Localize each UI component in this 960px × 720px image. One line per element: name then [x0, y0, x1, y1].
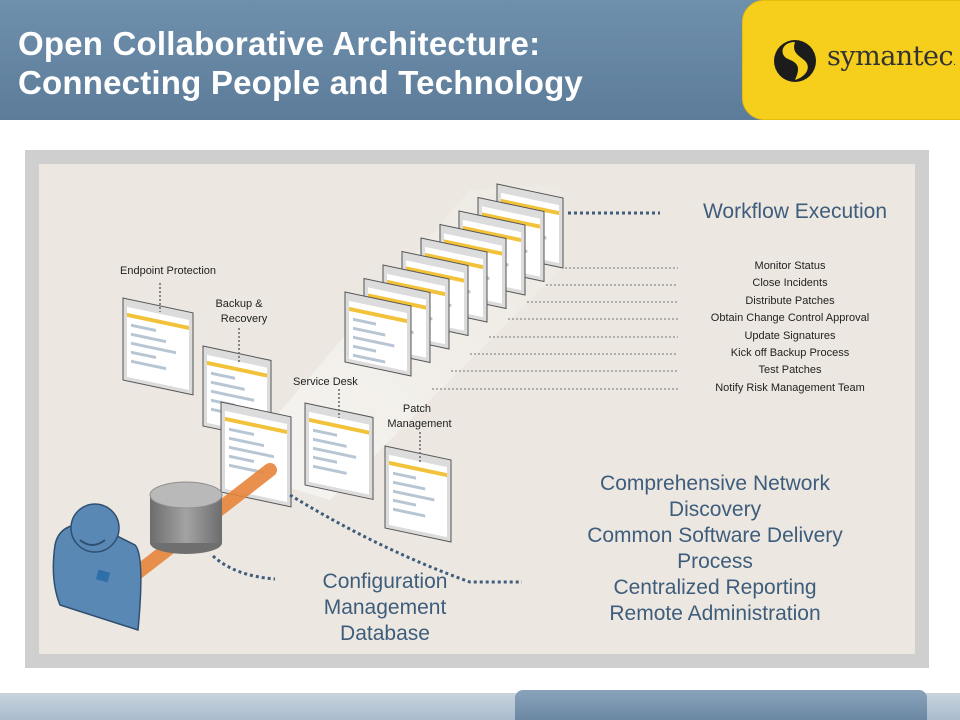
- capability-remote-administration: Remote Administration: [609, 602, 821, 625]
- workflow-task-item: Update Signatures: [744, 330, 836, 342]
- slide-title: Open Collaborative Architecture: Connect…: [18, 24, 718, 102]
- workflow-task-item: Distribute Patches: [745, 295, 835, 307]
- workflow-task-item: Notify Risk Management Team: [715, 382, 865, 394]
- capabilities-connector: [289, 493, 522, 584]
- capability-network-discovery-2: Discovery: [668, 498, 762, 521]
- workflow-execution-title: Workflow Execution: [702, 200, 888, 223]
- workflow-task-item: Obtain Change Control Approval: [710, 312, 870, 324]
- workflow-task-item: Kick off Backup Process: [730, 347, 850, 359]
- workflow-task-item: Test Patches: [758, 364, 822, 376]
- label-patch-line1: Patch: [402, 403, 432, 415]
- service-desk-window: [304, 402, 374, 501]
- symantec-mark-icon: [774, 40, 816, 82]
- capability-centralized-reporting: Centralized Reporting: [613, 576, 817, 599]
- cmdb-line-3: Database: [340, 622, 430, 645]
- symantec-logo: symantec.: [742, 0, 960, 120]
- cmdb-line-1: Configuration: [322, 570, 448, 593]
- label-backup-line1: Backup &: [215, 298, 263, 310]
- workflow-window: [344, 291, 412, 377]
- label-endpoint-protection: Endpoint Protection: [120, 265, 217, 277]
- title-line-2: Connecting People and Technology: [18, 64, 583, 101]
- workflow-task-connectors: [432, 267, 678, 390]
- label-patch-line2: Management: [387, 418, 452, 430]
- label-service-desk: Service Desk: [293, 376, 358, 388]
- label-backup-line2: Recovery: [220, 313, 268, 325]
- capabilities-list: Comprehensive Network Discovery Common S…: [555, 471, 875, 627]
- capability-software-delivery-1: Common Software Delivery: [587, 524, 843, 547]
- title-line-1: Open Collaborative Architecture:: [18, 25, 541, 62]
- workflow-task-item: Monitor Status: [754, 260, 826, 272]
- component-windows: [122, 297, 452, 543]
- patch-management-window: [384, 445, 452, 543]
- capability-network-discovery-1: Comprehensive Network: [600, 472, 830, 495]
- footer-tab: [515, 690, 927, 720]
- cmdb-connector: [211, 554, 276, 581]
- capability-software-delivery-2: Process: [677, 550, 753, 573]
- cmdb-label: Configuration Management Database: [285, 569, 485, 647]
- endpoint-protection-window: [122, 297, 194, 396]
- workflow-task-item: Close Incidents: [752, 277, 828, 289]
- cmdb-console-window: [220, 401, 292, 508]
- logo-text: symantec: [827, 41, 954, 72]
- cmdb-line-2: Management: [323, 596, 447, 619]
- workflow-window-stack: [344, 183, 564, 377]
- database-icon: [149, 481, 223, 554]
- logo-mark-text: .: [953, 58, 956, 68]
- logo-wordmark: symantec.: [827, 41, 956, 72]
- user-person-icon: [52, 503, 142, 631]
